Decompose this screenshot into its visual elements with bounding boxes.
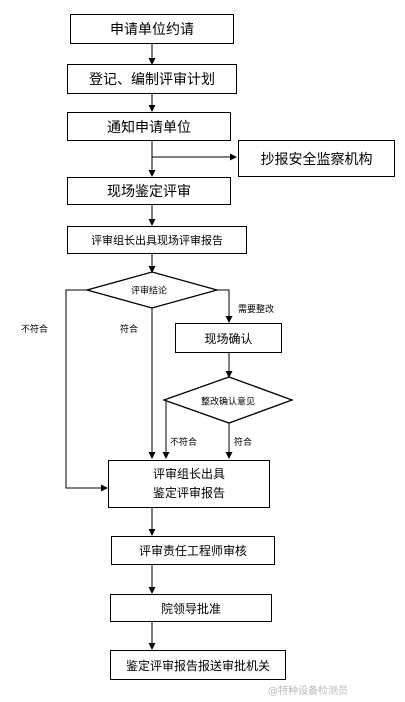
decision-rectification-label: 整改确认意见: [200, 397, 256, 408]
node-register-plan: 登记、编制评审计划: [67, 64, 237, 94]
node-onsite-report: 评审组长出具现场评审报告: [67, 226, 247, 254]
node-onsite-confirm-label: 现场确认: [204, 331, 253, 346]
node-engineer-review-label: 评审责任工程师审核: [138, 544, 247, 558]
node-submit-authority-label: 鉴定评审报告报送审批机关: [125, 658, 270, 673]
node-onsite-confirm: 现场确认: [175, 323, 282, 353]
edge-label-pass-mid: 符合: [120, 325, 139, 335]
edge-label-fail-left: 不符合: [21, 325, 49, 335]
node-applicant-invitation-label: 申请单位约请: [110, 22, 194, 38]
node-onsite-report-label: 评审组长出具现场评审报告: [91, 234, 223, 247]
node-final-report-line2: 鉴定评审报告: [152, 486, 225, 500]
node-copy-safety-authority: 抄报安全监察机构: [238, 140, 395, 177]
node-leader-approval: 院领导批准: [110, 594, 272, 622]
edge-d1-fix: [216, 289, 233, 323]
decision-diamond-review-conclusion: [84, 271, 220, 309]
edge-label-fail-2: 不符合: [170, 438, 198, 448]
node-applicant-invitation: 申请单位约请: [70, 14, 234, 44]
node-leader-approval-label: 院领导批准: [160, 601, 221, 616]
decision-review-conclusion-label: 评审结论: [130, 286, 168, 297]
edge-d1-fail: [65, 289, 108, 492]
watermark: @特种设备检测员: [268, 686, 348, 697]
node-copy-safety-authority-label: 抄报安全监察机构: [260, 151, 373, 168]
node-notify-applicant: 通知申请单位: [67, 112, 231, 141]
node-notify-applicant-label: 通知申请单位: [107, 119, 191, 136]
edge-label-pass-2: 符合: [234, 438, 253, 448]
node-register-plan-label: 登记、编制评审计划: [89, 72, 215, 88]
node-onsite-review: 现场鉴定评审: [67, 177, 231, 205]
node-engineer-review: 评审责任工程师审核: [111, 536, 275, 565]
node-final-report-line1: 评审组长出具: [152, 467, 225, 481]
edge-label-need-fix: 需要整改: [238, 305, 275, 315]
node-final-report: 评审组长出具 鉴定评审报告: [108, 460, 270, 508]
decision-diamond-rectification: [162, 376, 294, 424]
node-onsite-review-label: 现场鉴定评审: [107, 184, 191, 200]
node-submit-authority: 鉴定评审报告报送审批机关: [110, 650, 286, 680]
